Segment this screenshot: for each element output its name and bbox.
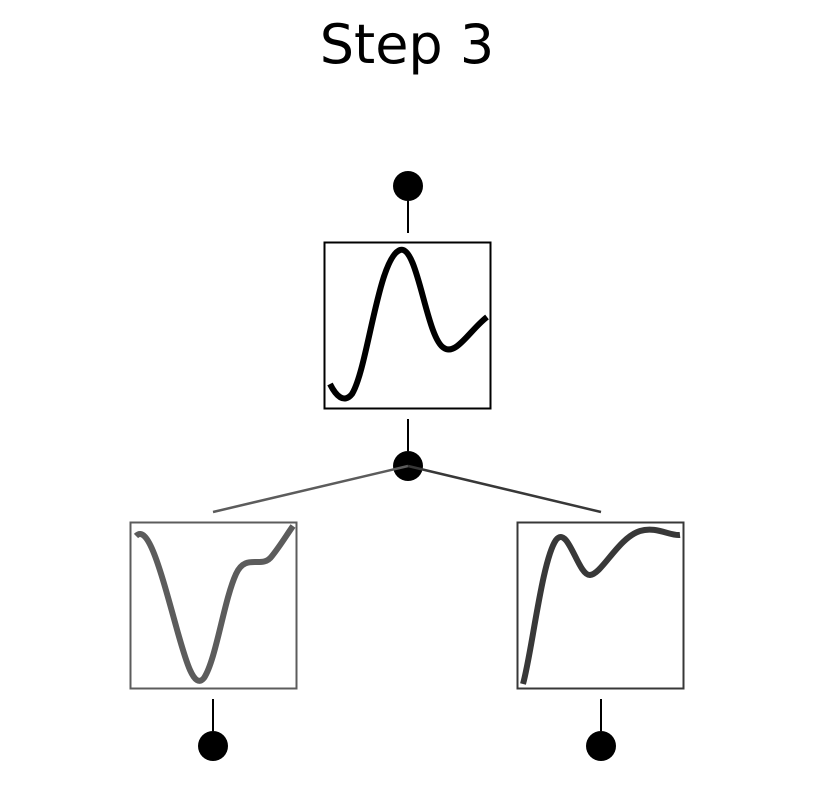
root-box — [323, 241, 492, 410]
edge-to-left-child — [212, 464, 409, 514]
left-child-terminal — [198, 731, 228, 761]
right-child-box — [516, 521, 685, 690]
edge-to-right-child — [407, 464, 602, 514]
left-child-box — [129, 521, 298, 690]
right-child-curve — [520, 526, 681, 685]
root-node — [323, 171, 492, 481]
right-child-node — [516, 521, 685, 761]
right-child-terminal — [586, 731, 616, 761]
left-child-curve — [133, 524, 296, 684]
root-curve — [327, 247, 489, 402]
root-top-terminal — [393, 171, 423, 201]
page-title: Step 3 — [319, 13, 495, 76]
left-child-node — [129, 521, 298, 761]
